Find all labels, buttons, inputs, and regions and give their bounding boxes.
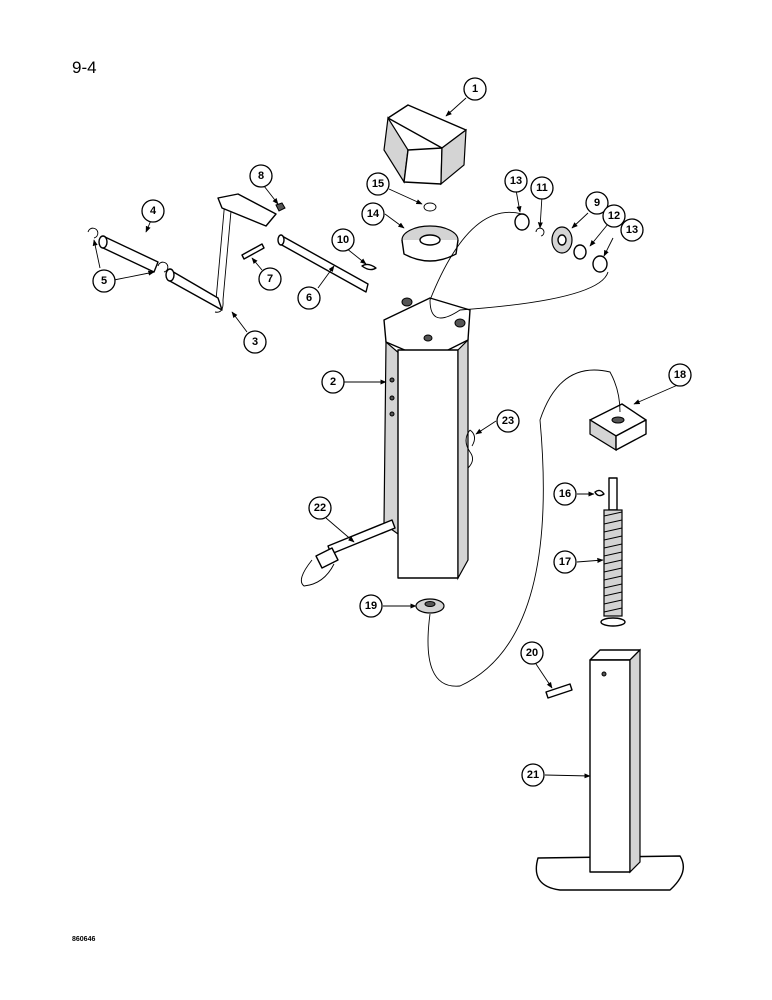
callout-3: 3 — [243, 330, 267, 354]
callout-6: 6 — [297, 286, 321, 310]
callout-14: 14 — [361, 202, 385, 226]
callout-label: 17 — [559, 556, 571, 568]
callout-1: 1 — [463, 77, 487, 101]
callout-label: 6 — [306, 292, 312, 304]
callout-label: 13 — [626, 224, 638, 236]
part-jack-nut — [415, 598, 445, 614]
callout-label: 3 — [252, 336, 258, 348]
part-screw-key — [594, 489, 605, 497]
callout-label: 19 — [365, 600, 377, 612]
part-hairpin — [465, 429, 475, 469]
callout-label: 10 — [337, 234, 349, 246]
callout-label: 21 — [527, 769, 539, 781]
callout-7: 7 — [258, 267, 282, 291]
part-shaft — [277, 234, 369, 293]
part-lock-pin — [300, 519, 396, 587]
callout-label: 15 — [372, 178, 384, 190]
callout-18: 18 — [668, 363, 692, 387]
assembly-leader-line — [427, 369, 621, 687]
callout-5: 5 — [92, 269, 116, 293]
callout-label: 9 — [594, 197, 600, 209]
callout-15: 15 — [366, 172, 390, 196]
part-lead-screw — [600, 477, 626, 627]
callout-label: 23 — [502, 415, 514, 427]
part-bevel-gear — [401, 225, 459, 262]
callout-label: 8 — [258, 170, 264, 182]
figure-code: 860646 — [72, 936, 96, 943]
callout-23: 23 — [496, 409, 520, 433]
callout-8: 8 — [249, 164, 273, 188]
callout-22: 22 — [308, 496, 332, 520]
callout-10: 10 — [331, 228, 355, 252]
part-bearing-block — [589, 403, 647, 452]
callout-13: 13 — [504, 169, 528, 193]
callout-label: 12 — [608, 210, 620, 222]
callout-label: 1 — [472, 83, 478, 95]
callout-label: 16 — [559, 488, 571, 500]
callout-17: 17 — [553, 550, 577, 574]
callout-label: 18 — [674, 369, 686, 381]
part-foot-tube — [535, 648, 684, 891]
callout-13: 13 — [620, 218, 644, 242]
callout-label: 2 — [330, 376, 336, 388]
page-number: 9-4 — [72, 58, 97, 77]
callout-19: 19 — [359, 594, 383, 618]
part-nut — [275, 202, 286, 212]
callout-9: 9 — [585, 191, 609, 215]
callout-16: 16 — [553, 482, 577, 506]
callout-label: 11 — [536, 182, 548, 194]
callout-leaders — [92, 97, 681, 779]
callout-label: 5 — [101, 275, 107, 287]
callout-11: 11 — [530, 176, 554, 200]
callout-12: 12 — [602, 204, 626, 228]
part-crank-handle — [165, 193, 277, 313]
callout-label: 20 — [526, 647, 538, 659]
callout-21: 21 — [521, 763, 545, 787]
callout-label: 7 — [267, 273, 273, 285]
part-key — [361, 263, 377, 271]
part-bolt — [241, 243, 265, 260]
callout-20: 20 — [520, 641, 544, 665]
callout-4: 4 — [141, 199, 165, 223]
callout-label: 4 — [150, 205, 157, 217]
callout-label: 13 — [510, 175, 522, 187]
callout-label: 22 — [314, 502, 326, 514]
callout-label: 14 — [367, 208, 380, 220]
part-jack-tube — [383, 297, 471, 581]
part-pinion-assembly — [429, 211, 609, 319]
part-retaining-rings — [87, 227, 169, 273]
callout-2: 2 — [321, 370, 345, 394]
part-top-cap — [383, 104, 467, 186]
part-snap-ring — [423, 202, 437, 212]
part-handle-grip — [98, 235, 159, 273]
part-pin — [545, 683, 573, 699]
